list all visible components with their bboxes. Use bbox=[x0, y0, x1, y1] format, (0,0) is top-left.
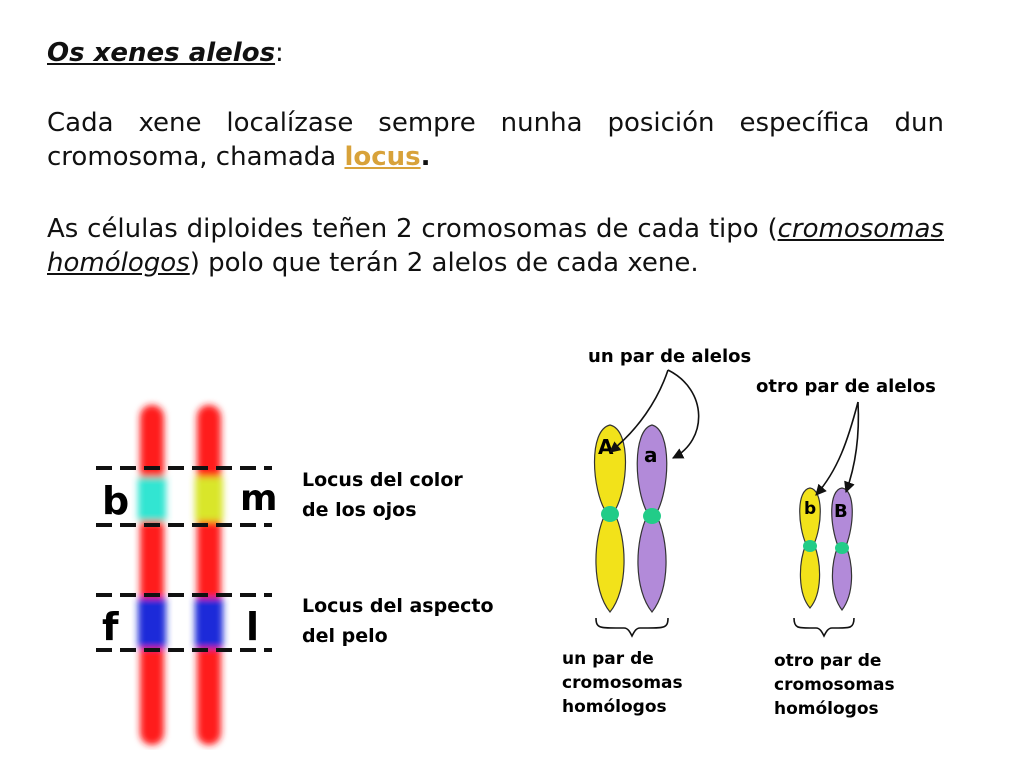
arrow-to-a bbox=[667, 369, 700, 459]
brace-pair1 bbox=[595, 617, 669, 638]
eye-locus-label-line2: de los ojos bbox=[302, 499, 417, 521]
homologous-term: cromosomas homólogos bbox=[47, 214, 944, 278]
allele-f-label: f bbox=[102, 605, 119, 649]
allele-b-label: b bbox=[102, 479, 129, 523]
eye-locus-label-line1: Locus del color bbox=[302, 469, 463, 491]
homologous-pairs-diagram: un par de alelos otro par de alelos A a … bbox=[562, 346, 936, 719]
allele-l-label: l bbox=[246, 605, 259, 649]
hair-locus-right-band bbox=[195, 598, 223, 648]
paragraph2-after: ) polo que terán 2 alelos de cada xene. bbox=[189, 248, 699, 278]
caption2-line3: homólogos bbox=[774, 699, 879, 719]
caption2-line2: cromosomas bbox=[774, 675, 895, 695]
centromere-B bbox=[835, 542, 849, 554]
paragraph1-end: . bbox=[420, 142, 431, 172]
centromere-a bbox=[643, 508, 661, 524]
slide-heading: Os xenes alelos: bbox=[47, 38, 284, 68]
paragraph-locus: Cada xene localízase sempre nunha posici… bbox=[47, 106, 944, 174]
caption2-line1: otro par de bbox=[774, 651, 881, 671]
allele-a-label: a bbox=[644, 443, 658, 467]
chromosome-right bbox=[197, 405, 221, 745]
loci-diagram: b m f l Locus del color de los ojos Locu… bbox=[96, 405, 494, 745]
allele-m-label: m bbox=[240, 478, 278, 519]
eye-locus-right-band bbox=[195, 477, 223, 521]
paragraph1-text: Cada xene localízase sempre nunha posici… bbox=[47, 108, 944, 172]
locus-term: locus bbox=[344, 142, 421, 172]
chromosome-pair-blurred bbox=[138, 405, 223, 745]
heading-colon: : bbox=[275, 38, 284, 68]
hair-locus-label-line1: Locus del aspecto bbox=[302, 595, 494, 617]
paragraph-diploid: As células diploides teñen 2 cromosomas … bbox=[47, 212, 944, 280]
pair1-label: un par de alelos bbox=[588, 346, 751, 367]
eye-locus-left-band bbox=[138, 477, 166, 521]
allele-B-label: B bbox=[834, 501, 848, 522]
allele-b-small-label: b bbox=[804, 499, 816, 519]
centromere-A bbox=[601, 506, 619, 522]
caption1-line2: cromosomas bbox=[562, 673, 683, 693]
heading-title: Os xenes alelos bbox=[47, 38, 276, 68]
caption1-line1: un par de bbox=[562, 649, 654, 669]
arrow-to-b bbox=[815, 401, 859, 496]
locus-boundary-lines bbox=[96, 466, 272, 652]
caption1-line3: homólogos bbox=[562, 697, 667, 717]
arrow-to-B bbox=[844, 401, 860, 494]
hair-locus-label-line2: del pelo bbox=[302, 625, 388, 647]
centromere-b bbox=[803, 540, 817, 552]
chromosome-left bbox=[140, 405, 164, 745]
hair-locus-left-band bbox=[138, 598, 166, 648]
pair2-label: otro par de alelos bbox=[756, 376, 936, 397]
allele-A-label: A bbox=[598, 435, 614, 459]
brace-pair2 bbox=[793, 617, 855, 638]
paragraph2-before: As células diploides teñen 2 cromosomas … bbox=[47, 214, 778, 244]
arrow-to-A bbox=[609, 369, 669, 453]
